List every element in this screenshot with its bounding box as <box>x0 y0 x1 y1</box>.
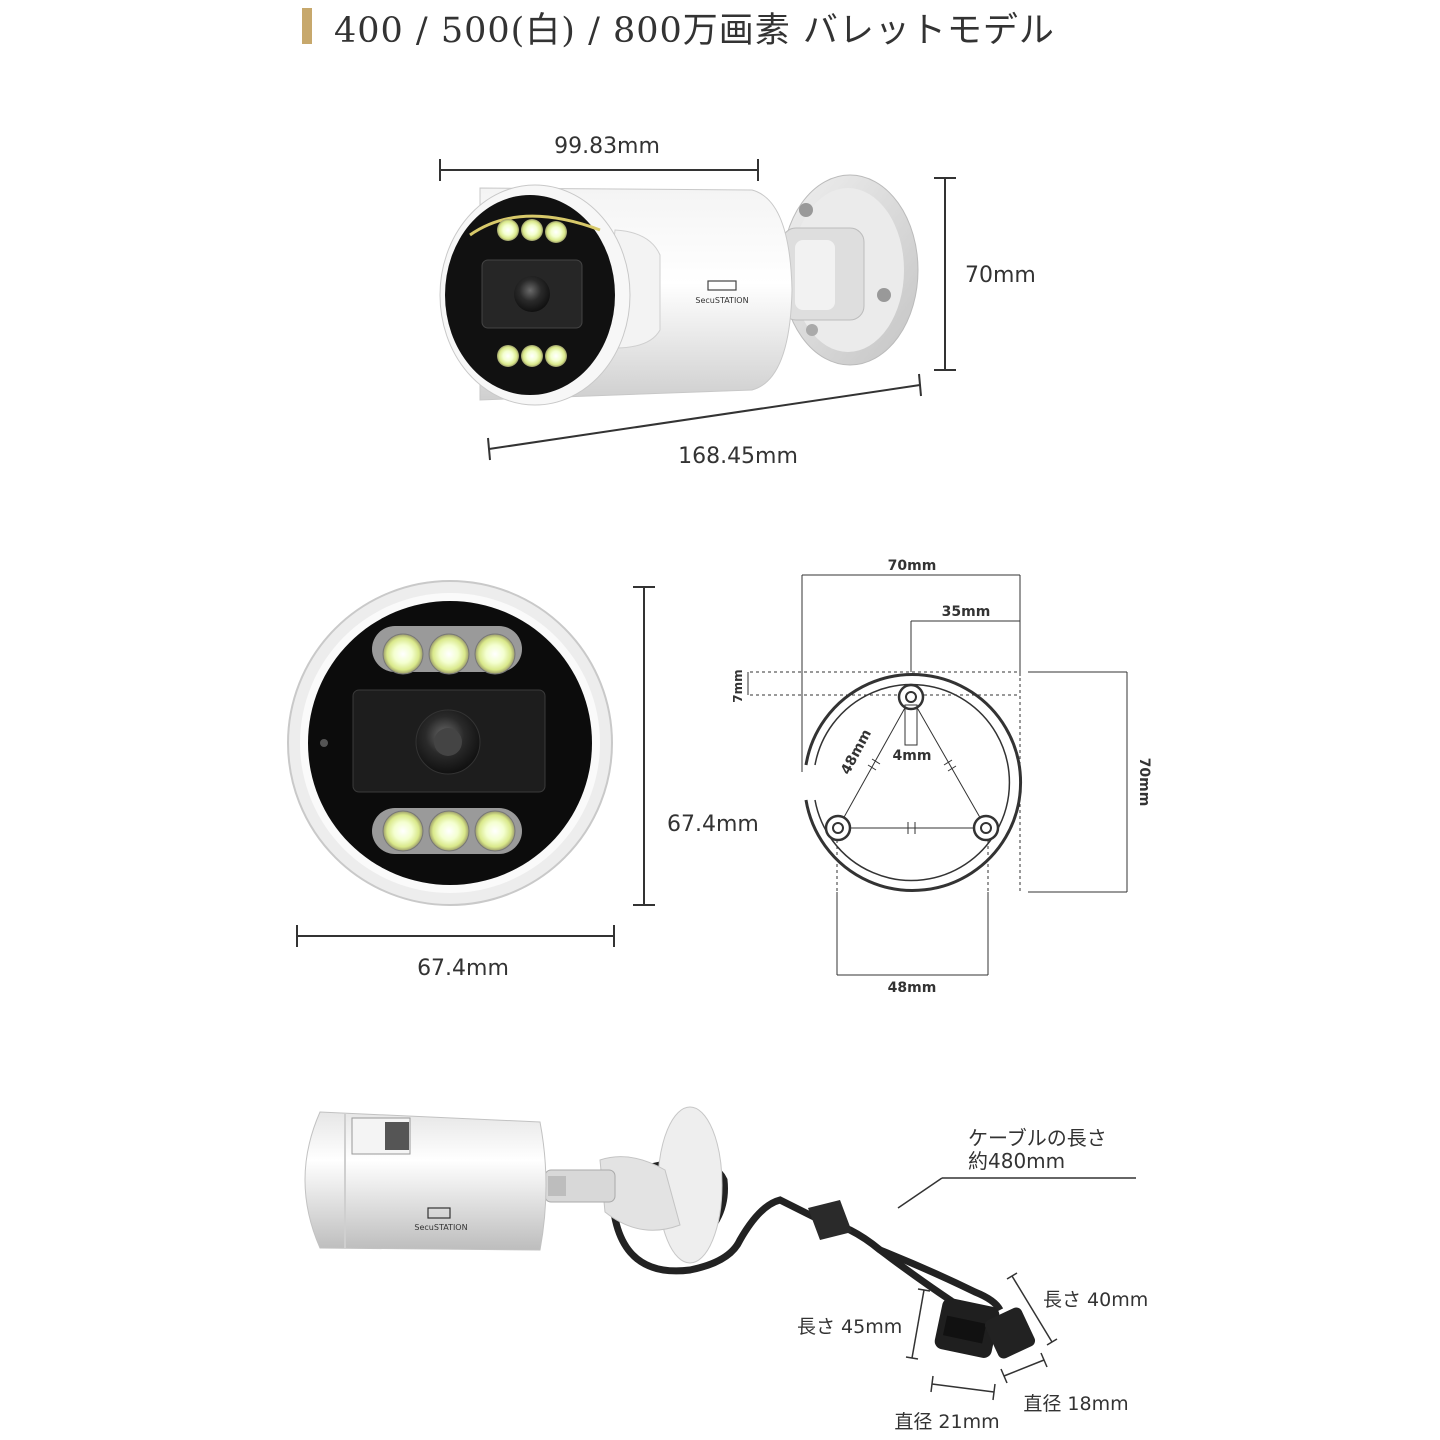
connector2-length-line <box>1011 1275 1053 1343</box>
mount-diameter-label: 48mm <box>838 727 875 777</box>
mount-top-width-label: 70mm <box>888 558 937 574</box>
svg-text:SecuSTATION: SecuSTATION <box>414 1223 467 1232</box>
mount-technical-drawing <box>747 574 1128 976</box>
connector-rj45 <box>934 1298 1000 1358</box>
connector1-length-line <box>911 1289 925 1359</box>
connector2-length-label: 長さ 40mm <box>1043 1289 1148 1311</box>
total-length-dimension-line <box>488 384 921 450</box>
page-title: 400 / 500(白) / 800万画素 バレットモデル <box>334 11 1055 51</box>
connector-dc <box>984 1307 1036 1359</box>
connector1-length-label: 長さ 45mm <box>797 1316 902 1338</box>
mount-bottom-width-label: 48mm <box>888 980 937 996</box>
connector2-diameter-label: 直径 18mm <box>1023 1393 1128 1415</box>
led-array-front-bottom <box>382 810 516 852</box>
wall-mount <box>781 174 919 366</box>
led-array-top <box>497 219 567 243</box>
title-accent-bar <box>302 8 312 44</box>
svg-text:SecuSTATION: SecuSTATION <box>695 296 748 305</box>
camera-front-view: 67.4mm 67.4mm <box>287 580 759 981</box>
front-width-label: 67.4mm <box>417 956 509 981</box>
camera-side-view: SecuSTATION <box>304 1106 1036 1359</box>
camera-perspective-view: 99.83mm 70mm 168.45mm SecuSTATION <box>439 134 1036 469</box>
connector1-diameter-line <box>931 1383 995 1393</box>
cable-length-title: ケーブルの長さ <box>968 1126 1107 1150</box>
led-array-bottom <box>497 345 567 367</box>
mount-hole-offset-label: 7mm <box>731 669 745 702</box>
mount-side-height-label: 70mm <box>1136 758 1152 807</box>
connector1-diameter-label: 直径 21mm <box>894 1411 999 1433</box>
brand-logo: SecuSTATION <box>695 280 749 305</box>
led-array-front-top <box>382 633 516 675</box>
cable-length-value: 約480mm <box>968 1149 1065 1173</box>
side-brand-logo: SecuSTATION <box>414 1207 468 1232</box>
total-length-label: 168.45mm <box>678 444 798 469</box>
cable-pointer-line <box>897 1177 943 1209</box>
height-label: 70mm <box>965 263 1036 288</box>
front-height-label: 67.4mm <box>667 812 759 837</box>
mount-slot-label: 4mm <box>893 748 932 764</box>
connector2-diameter-line <box>1003 1359 1045 1377</box>
length-label: 99.83mm <box>554 134 660 159</box>
mount-half-width-label: 35mm <box>942 604 991 620</box>
